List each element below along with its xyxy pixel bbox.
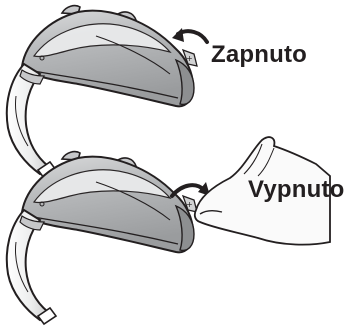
hearing-aid-icon <box>7 152 197 324</box>
hearing-aid-icon <box>7 6 197 178</box>
on-label: Zapnuto <box>211 43 307 67</box>
arrow-icon <box>172 182 210 196</box>
off-label: Vypnuto <box>248 178 345 202</box>
arrow-icon <box>172 28 207 42</box>
